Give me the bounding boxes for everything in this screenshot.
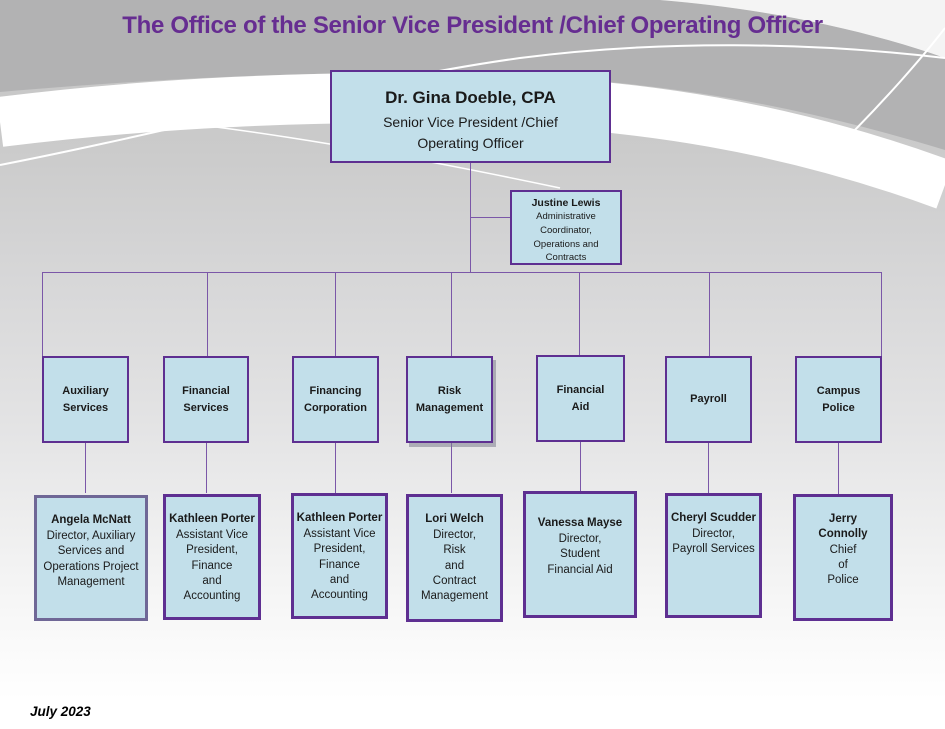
lead-name: Angela McNatt bbox=[51, 514, 131, 526]
connector-lead-financing-corp bbox=[335, 443, 336, 493]
dept-label: Auxiliary Services bbox=[62, 385, 109, 414]
slide-title: The Office of the Senior Vice President … bbox=[122, 12, 823, 39]
footer-date: July 2023 bbox=[30, 704, 91, 719]
lead-name: Kathleen Porter bbox=[169, 513, 255, 525]
assistant-role: Administrative Coordinator, Operations a… bbox=[533, 211, 599, 264]
lead-role: Chief of Police bbox=[827, 543, 859, 587]
lead-name: Jerry Connolly bbox=[818, 513, 868, 540]
connector-lead-payroll bbox=[708, 443, 709, 493]
connector-drop-financing-corp bbox=[335, 272, 336, 356]
assistant-name: Justine Lewis bbox=[531, 197, 601, 209]
lead-box-kathleen-porter-fincorp: Kathleen Porter Assistant Vice President… bbox=[291, 493, 388, 619]
dept-label: Payroll bbox=[690, 393, 727, 406]
connector-bus bbox=[42, 272, 882, 273]
lead-role: Director, Risk and Contract Management bbox=[420, 528, 489, 603]
lead-role: Assistant Vice President, Finance and Ac… bbox=[303, 527, 376, 602]
lead-name: Cheryl Scudder bbox=[671, 512, 756, 524]
lead-name: Vanessa Mayse bbox=[537, 517, 623, 529]
lead-box-lori-welch: Lori Welch Director, Risk and Contract M… bbox=[406, 494, 503, 622]
org-box-coo: Dr. Gina Doeble, CPA Senior Vice Preside… bbox=[330, 70, 611, 163]
connector-assistant bbox=[470, 217, 510, 218]
lead-name: Kathleen Porter bbox=[296, 512, 383, 524]
dept-label: Campus Police bbox=[816, 385, 861, 414]
dept-label: Financial Services bbox=[182, 385, 230, 414]
dept-label: Risk Management bbox=[415, 385, 484, 414]
lead-box-kathleen-porter-finserv: Kathleen Porter Assistant Vice President… bbox=[163, 494, 261, 620]
lead-box-angela-mcnatt: Angela McNatt Director, Auxiliary Servic… bbox=[34, 495, 148, 621]
connector-drop-campus-police bbox=[881, 272, 882, 356]
connector-drop-financial-aid bbox=[579, 272, 580, 355]
dept-label: Financial Aid bbox=[556, 384, 605, 413]
lead-role: Director, Student Financial Aid bbox=[547, 532, 613, 576]
lead-role: Director, Auxiliary Services and Operati… bbox=[43, 529, 139, 588]
coo-name: Dr. Gina Doeble, CPA bbox=[385, 88, 556, 107]
connector-lead-financial-services bbox=[206, 443, 207, 493]
connector-lead-risk bbox=[451, 443, 452, 493]
dept-box-financing-corporation: Financing Corporation bbox=[292, 356, 379, 443]
connector-drop-payroll bbox=[709, 272, 710, 356]
lead-box-jerry-connolly: Jerry Connolly Chief of Police bbox=[793, 494, 893, 621]
connector-drop-financial-services bbox=[207, 272, 208, 356]
dept-box-auxiliary-services: Auxiliary Services bbox=[42, 356, 129, 443]
dept-box-financial-aid: Financial Aid bbox=[536, 355, 625, 442]
org-box-assistant: Justine Lewis Administrative Coordinator… bbox=[510, 190, 622, 265]
dept-box-campus-police: Campus Police bbox=[795, 356, 882, 443]
lead-role: Assistant Vice President, Finance and Ac… bbox=[175, 528, 248, 603]
dept-box-payroll: Payroll bbox=[665, 356, 752, 443]
connector-lead-financial-aid bbox=[580, 442, 581, 491]
dept-label: Financing Corporation bbox=[304, 385, 367, 414]
lead-box-vanessa-mayse: Vanessa Mayse Director, Student Financia… bbox=[523, 491, 637, 618]
connector-lead-campus-police bbox=[838, 443, 839, 494]
coo-role: Senior Vice President /Chief Operating O… bbox=[383, 114, 558, 151]
lead-role: Director, Payroll Services bbox=[672, 527, 755, 556]
dept-box-financial-services: Financial Services bbox=[163, 356, 249, 443]
connector-drop-risk bbox=[451, 272, 452, 356]
lead-box-cheryl-scudder: Cheryl Scudder Director, Payroll Service… bbox=[665, 493, 762, 618]
connector-drop-auxiliary bbox=[42, 272, 43, 356]
lead-name: Lori Welch bbox=[425, 513, 484, 525]
dept-box-risk-management: Risk Management bbox=[406, 356, 493, 443]
connector-lead-auxiliary bbox=[85, 443, 86, 493]
